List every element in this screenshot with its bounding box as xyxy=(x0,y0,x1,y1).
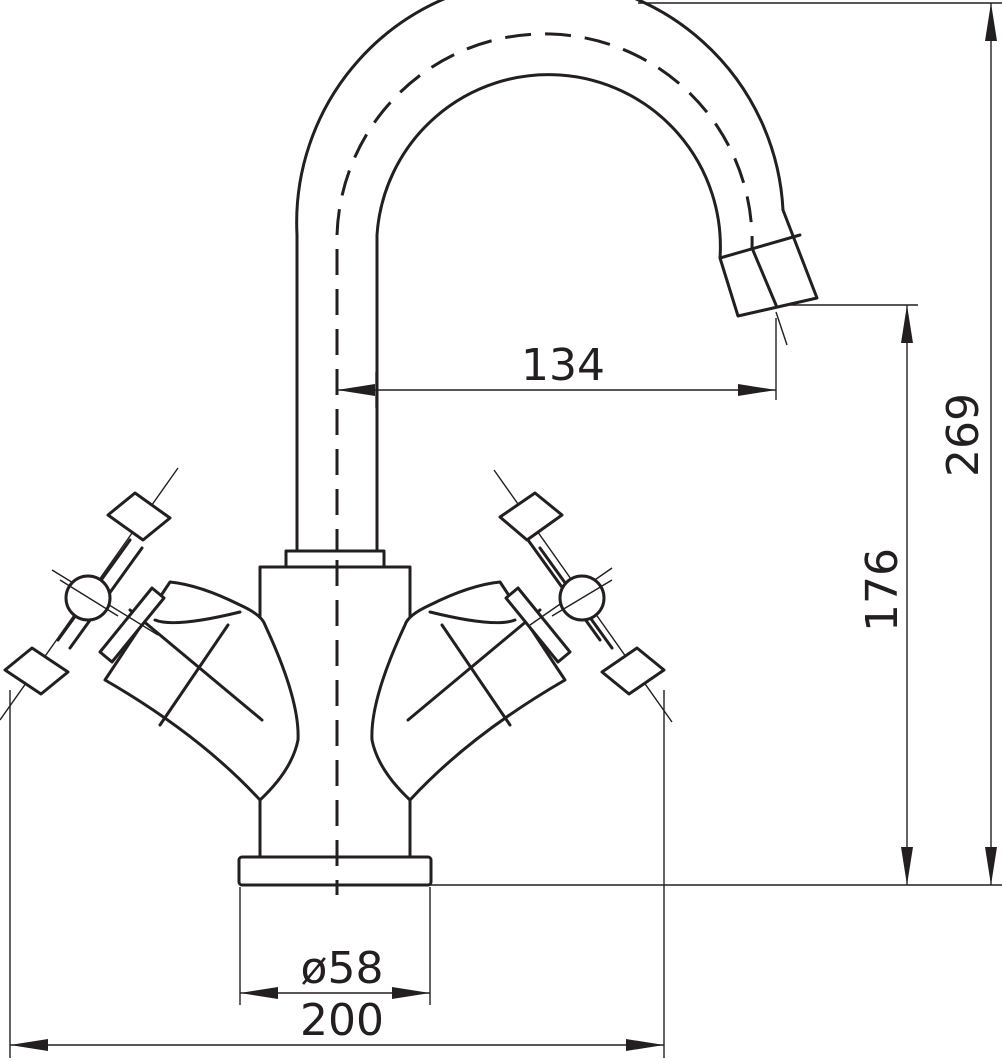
right-handle-cap-bottom xyxy=(600,646,666,696)
right-cross-handle xyxy=(493,469,673,723)
left-valve xyxy=(98,580,300,802)
base-plate xyxy=(237,855,433,887)
dim-spout-height-label: 176 xyxy=(857,548,908,632)
dim-spout-reach: 134 xyxy=(337,311,788,408)
spout xyxy=(295,0,819,557)
body-top-ring xyxy=(284,549,386,569)
spout-centerline xyxy=(335,32,754,555)
left-handle-cap-bottom xyxy=(3,646,70,696)
faucet-body xyxy=(237,549,433,887)
left-handle-cap-top xyxy=(106,491,172,542)
dim-base-diameter-label: ø58 xyxy=(301,943,384,994)
left-cross-handle xyxy=(0,467,179,721)
spout-tip-split xyxy=(750,246,778,307)
right-handle-cap-top xyxy=(498,491,564,542)
spout-tip-band xyxy=(718,233,802,260)
right-valve xyxy=(370,580,572,802)
dim-spout-height: 176 xyxy=(430,304,1002,886)
dim-total-width: 200 xyxy=(9,690,665,1058)
dim-base-diameter: ø58 xyxy=(239,887,431,1005)
dim-total-width-label: 200 xyxy=(300,995,384,1046)
dim-spout-reach-label: 134 xyxy=(521,340,605,391)
dim-total-height: 269 xyxy=(638,2,1002,885)
dim-total-height-label: 269 xyxy=(938,393,989,477)
